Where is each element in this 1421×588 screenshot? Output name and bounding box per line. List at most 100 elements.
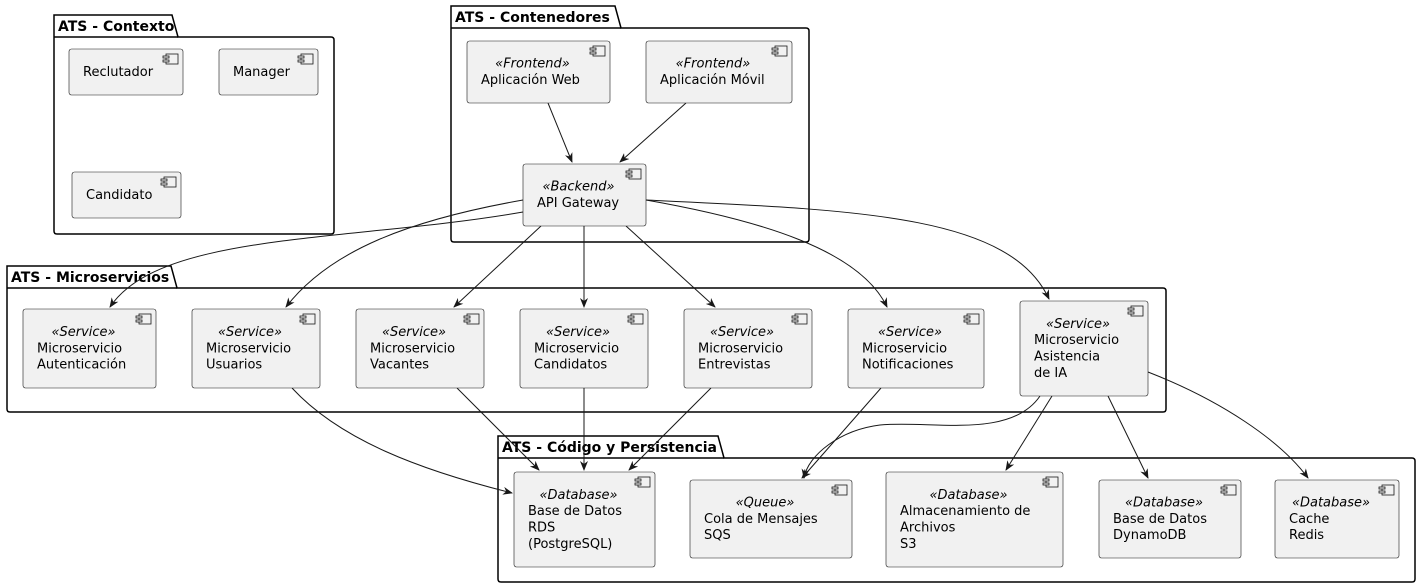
component-icon xyxy=(463,313,480,325)
component-box xyxy=(191,308,321,389)
component-icon xyxy=(160,176,177,188)
component-label-line: Manager xyxy=(233,65,291,80)
component-icon xyxy=(299,313,316,325)
component-stereotype: «Database» xyxy=(929,488,1007,503)
component-gateway[interactable]: «Backend»API Gateway xyxy=(522,163,647,227)
component-box xyxy=(68,48,184,96)
component-icon xyxy=(589,45,606,57)
component-icon xyxy=(634,476,651,488)
component-label-line: Redis xyxy=(1289,528,1324,543)
component-label-line: Microservicio xyxy=(534,341,619,356)
edge-ia-to-sqs xyxy=(801,395,1041,479)
component-stereotype: «Service» xyxy=(382,325,446,340)
component-stereotype: «Service» xyxy=(51,325,115,340)
package-microservicios: ATS - Microservicios xyxy=(6,265,1167,413)
component-label-line: Cola de Mensajes xyxy=(704,512,818,527)
component-stereotype: «Queue» xyxy=(736,496,795,511)
component-label-line: Candidatos xyxy=(534,358,607,373)
component-label-line: Microservicio xyxy=(206,341,291,356)
component-box xyxy=(522,163,647,227)
component-label-line: S3 xyxy=(900,537,917,552)
component-label-line: Notificaciones xyxy=(862,358,954,373)
edges-layer xyxy=(109,102,1309,495)
edge-entrevistas-to-rds xyxy=(628,387,712,471)
component-label-line: Aplicación Web xyxy=(481,73,580,88)
component-stereotype: «Service» xyxy=(710,325,774,340)
component-icon xyxy=(627,313,644,325)
component-box xyxy=(218,48,319,96)
component-icon xyxy=(1378,484,1395,496)
edge-gateway-to-entrevistas xyxy=(625,225,716,308)
component-icon xyxy=(297,53,314,65)
component-manager[interactable]: Manager xyxy=(218,48,319,96)
edge-notificaciones-to-sqs xyxy=(801,387,882,479)
component-box xyxy=(466,40,611,104)
package-contenedores: ATS - Contenedores xyxy=(450,5,810,243)
component-label-line: API Gateway xyxy=(537,196,619,211)
package-title: ATS - Contexto xyxy=(58,19,175,35)
component-reclutador[interactable]: Reclutador xyxy=(68,48,184,96)
component-label-line: Candidato xyxy=(86,188,152,203)
component-icon xyxy=(831,484,848,496)
component-stereotype: «Service» xyxy=(546,325,610,340)
edge-vacantes-to-rds xyxy=(456,387,540,471)
edge-web-to-gateway xyxy=(547,102,573,163)
component-stereotype: «Database» xyxy=(1292,496,1370,511)
edge-ia-to-dynamo xyxy=(1107,395,1149,479)
component-box xyxy=(847,308,985,389)
component-label-line: Usuarios xyxy=(206,358,262,373)
component-box xyxy=(71,171,182,219)
component-box xyxy=(1274,479,1400,559)
component-label-line: Entrevistas xyxy=(698,358,771,373)
component-stereotype: «Frontend» xyxy=(676,57,751,72)
package-title: ATS - Microservicios xyxy=(11,270,169,286)
component-stereotype: «Frontend» xyxy=(495,57,570,72)
component-label-line: RDS xyxy=(528,521,555,536)
component-icon xyxy=(1042,476,1059,488)
component-web[interactable]: «Frontend»Aplicación Web xyxy=(466,40,611,104)
component-movil[interactable]: «Frontend»Aplicación Móvil xyxy=(645,40,793,104)
component-stereotype: «Backend» xyxy=(542,180,614,195)
component-label-line: Autenticación xyxy=(37,358,126,373)
edge-gateway-to-vacantes xyxy=(453,225,542,308)
package-contexto: ATS - Contexto xyxy=(53,14,335,235)
component-label-line: DynamoDB xyxy=(1113,528,1186,543)
component-icon xyxy=(625,168,642,180)
component-label-line: (PostgreSQL) xyxy=(528,537,612,552)
component-stereotype: «Service» xyxy=(878,325,942,340)
component-icon xyxy=(963,313,980,325)
component-label-line: Reclutador xyxy=(83,65,154,80)
component-candidato[interactable]: Candidato xyxy=(71,171,182,219)
component-label-line: Aplicación Móvil xyxy=(660,73,765,88)
edge-ia-to-s3 xyxy=(1005,395,1053,471)
component-stereotype: «Service» xyxy=(1046,317,1110,332)
component-box xyxy=(645,40,793,104)
component-icon xyxy=(162,53,179,65)
component-box xyxy=(885,471,1064,568)
component-box xyxy=(689,479,853,559)
component-label-line: Microservicio xyxy=(1034,333,1119,348)
component-icon xyxy=(791,313,808,325)
edge-gateway-to-ia xyxy=(645,199,1050,300)
component-label-line: Base de Datos xyxy=(528,504,622,519)
component-label-line: Microservicio xyxy=(37,341,122,356)
package-title: ATS - Contenedores xyxy=(455,10,610,26)
edge-usuarios-to-rds xyxy=(291,387,513,495)
component-box xyxy=(513,471,656,568)
component-stereotype: «Service» xyxy=(218,325,282,340)
component-label-line: Asistencia xyxy=(1034,350,1100,365)
